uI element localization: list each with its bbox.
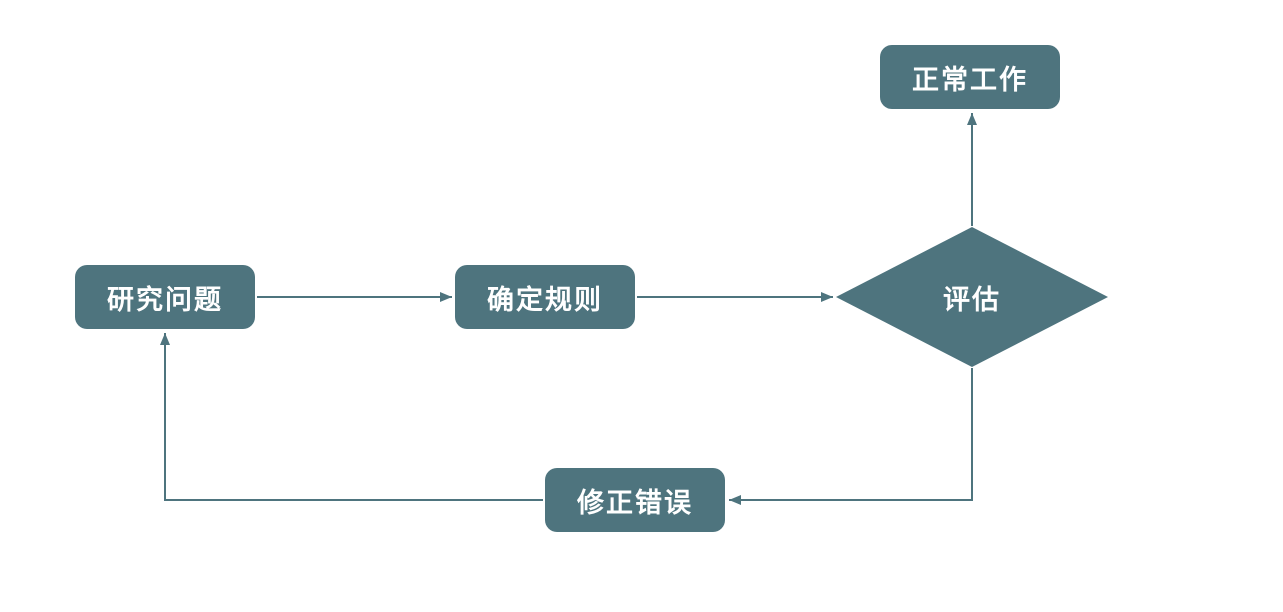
node-determine-rules-label: 确定规则 bbox=[487, 284, 603, 315]
edge-fix-to-research bbox=[160, 333, 543, 501]
node-normal-work-label: 正常工作 bbox=[912, 64, 1028, 95]
node-research-problem: 研究问题 bbox=[75, 265, 255, 329]
edge-evaluate-to-fix bbox=[729, 368, 973, 505]
node-normal-work: 正常工作 bbox=[880, 45, 1060, 109]
node-evaluate-decision-label: 评估 bbox=[943, 284, 1001, 315]
node-determine-rules: 确定规则 bbox=[455, 265, 635, 329]
node-research-problem-label: 研究问题 bbox=[107, 284, 223, 315]
node-fix-errors-label: 修正错误 bbox=[577, 487, 693, 518]
node-fix-errors: 修正错误 bbox=[545, 468, 725, 532]
